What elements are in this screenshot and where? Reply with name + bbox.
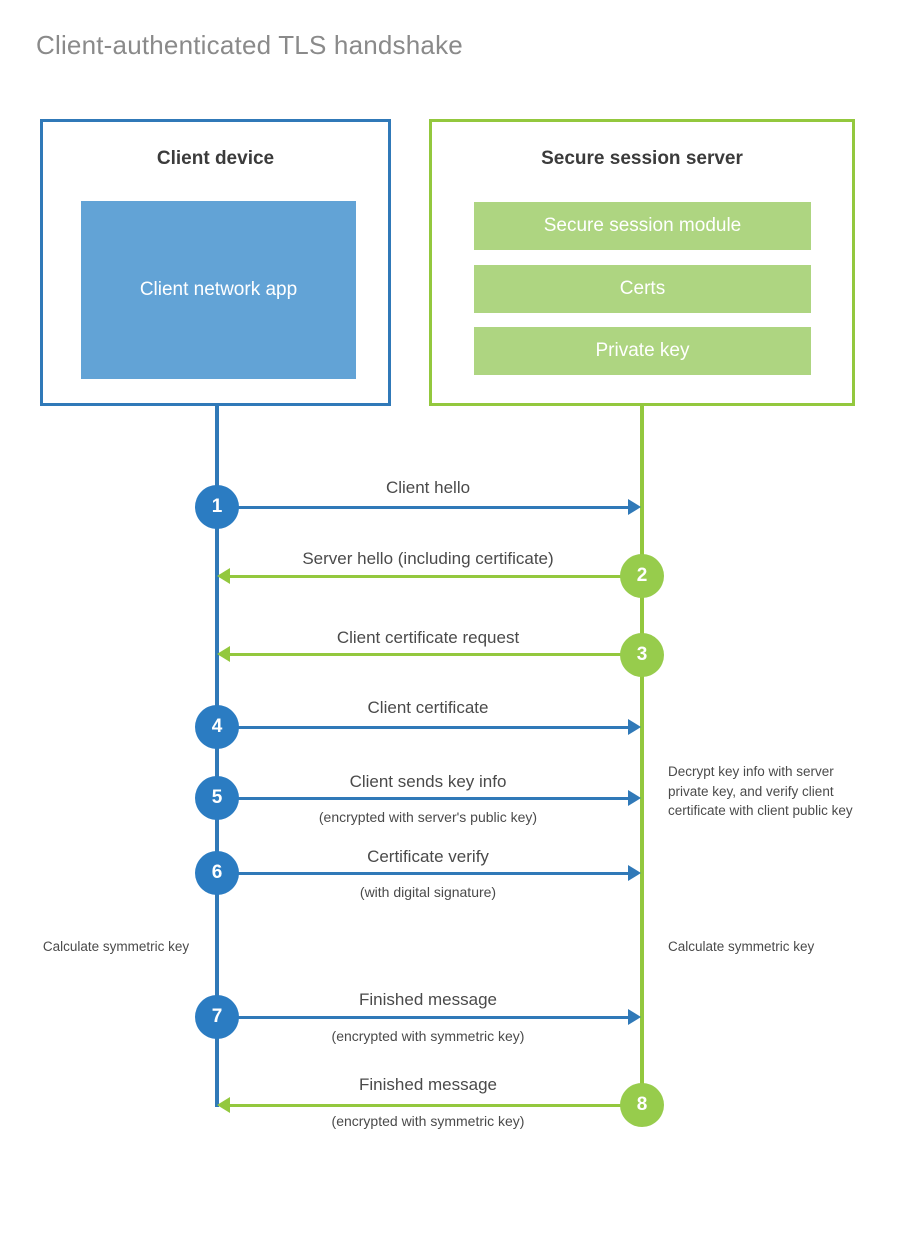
step-1-arrow-line xyxy=(217,506,628,509)
step-2-arrow-head xyxy=(217,568,230,584)
server-component-private-key: Private key xyxy=(474,327,811,375)
client-lifeline xyxy=(215,405,219,1107)
step-3-circle[interactable]: 3 xyxy=(620,633,664,677)
step-7-arrow-line xyxy=(217,1016,628,1019)
step-5-circle[interactable]: 5 xyxy=(195,776,239,820)
client-device-title: Client device xyxy=(156,148,275,169)
secure-session-server-title: Secure session server xyxy=(541,148,743,169)
server-calculate-note: Calculate symmetric key xyxy=(668,939,815,954)
server-component-secure-session-module: Secure session module xyxy=(474,202,811,250)
step-1-label: Client hello xyxy=(385,478,471,497)
step-5-sublabel: (encrypted with server's public key) xyxy=(318,809,538,825)
client-device-box: Client device Client network app xyxy=(40,119,391,406)
step-5-arrow-head xyxy=(628,790,641,806)
step-3-label: Client certificate request xyxy=(336,628,520,647)
step-6-label: Certificate verify xyxy=(367,847,489,866)
step-6-arrow-line xyxy=(217,872,628,875)
step-1-circle[interactable]: 1 xyxy=(195,485,239,529)
step-6-circle[interactable]: 6 xyxy=(195,851,239,895)
step-2-circle[interactable]: 2 xyxy=(620,554,664,598)
step-6-arrow-head xyxy=(628,865,641,881)
step-8-arrow-head xyxy=(217,1097,230,1113)
step-8-label: Finished message xyxy=(359,1075,497,1094)
step-4-arrow-head xyxy=(628,719,641,735)
step-4-circle[interactable]: 4 xyxy=(195,705,239,749)
step-2-label: Server hello (including certificate) xyxy=(302,549,554,568)
step-6-sublabel: (with digital signature) xyxy=(359,884,497,900)
step-7-sublabel: (encrypted with symmetric key) xyxy=(331,1028,525,1044)
step-7-label: Finished message xyxy=(359,990,497,1009)
step-5-label: Client sends key info xyxy=(349,772,507,791)
step-8-sublabel: (encrypted with symmetric key) xyxy=(331,1113,525,1129)
step-5-arrow-line xyxy=(217,797,628,800)
step-3-arrow-head xyxy=(217,646,230,662)
server-component-certs: Certs xyxy=(474,265,811,313)
step-1-arrow-head xyxy=(628,499,641,515)
step-4-arrow-line xyxy=(217,726,628,729)
server-lifeline xyxy=(640,405,644,1107)
page-title: Client-authenticated TLS handshake xyxy=(36,30,463,60)
step-2-arrow-line xyxy=(230,575,642,578)
server-decrypt-note: Decrypt key info with server private key… xyxy=(668,764,853,819)
step-7-arrow-head xyxy=(628,1009,641,1025)
step-8-circle[interactable]: 8 xyxy=(620,1083,664,1127)
step-4-label: Client certificate xyxy=(367,698,489,717)
step-3-arrow-line xyxy=(230,653,642,656)
client-calculate-note: Calculate symmetric key xyxy=(42,939,190,954)
client-network-app-block: Client network app xyxy=(81,201,356,379)
secure-session-server-box: Secure session server Secure session mod… xyxy=(429,119,855,406)
step-8-arrow-line xyxy=(230,1104,642,1107)
step-7-circle[interactable]: 7 xyxy=(195,995,239,1039)
